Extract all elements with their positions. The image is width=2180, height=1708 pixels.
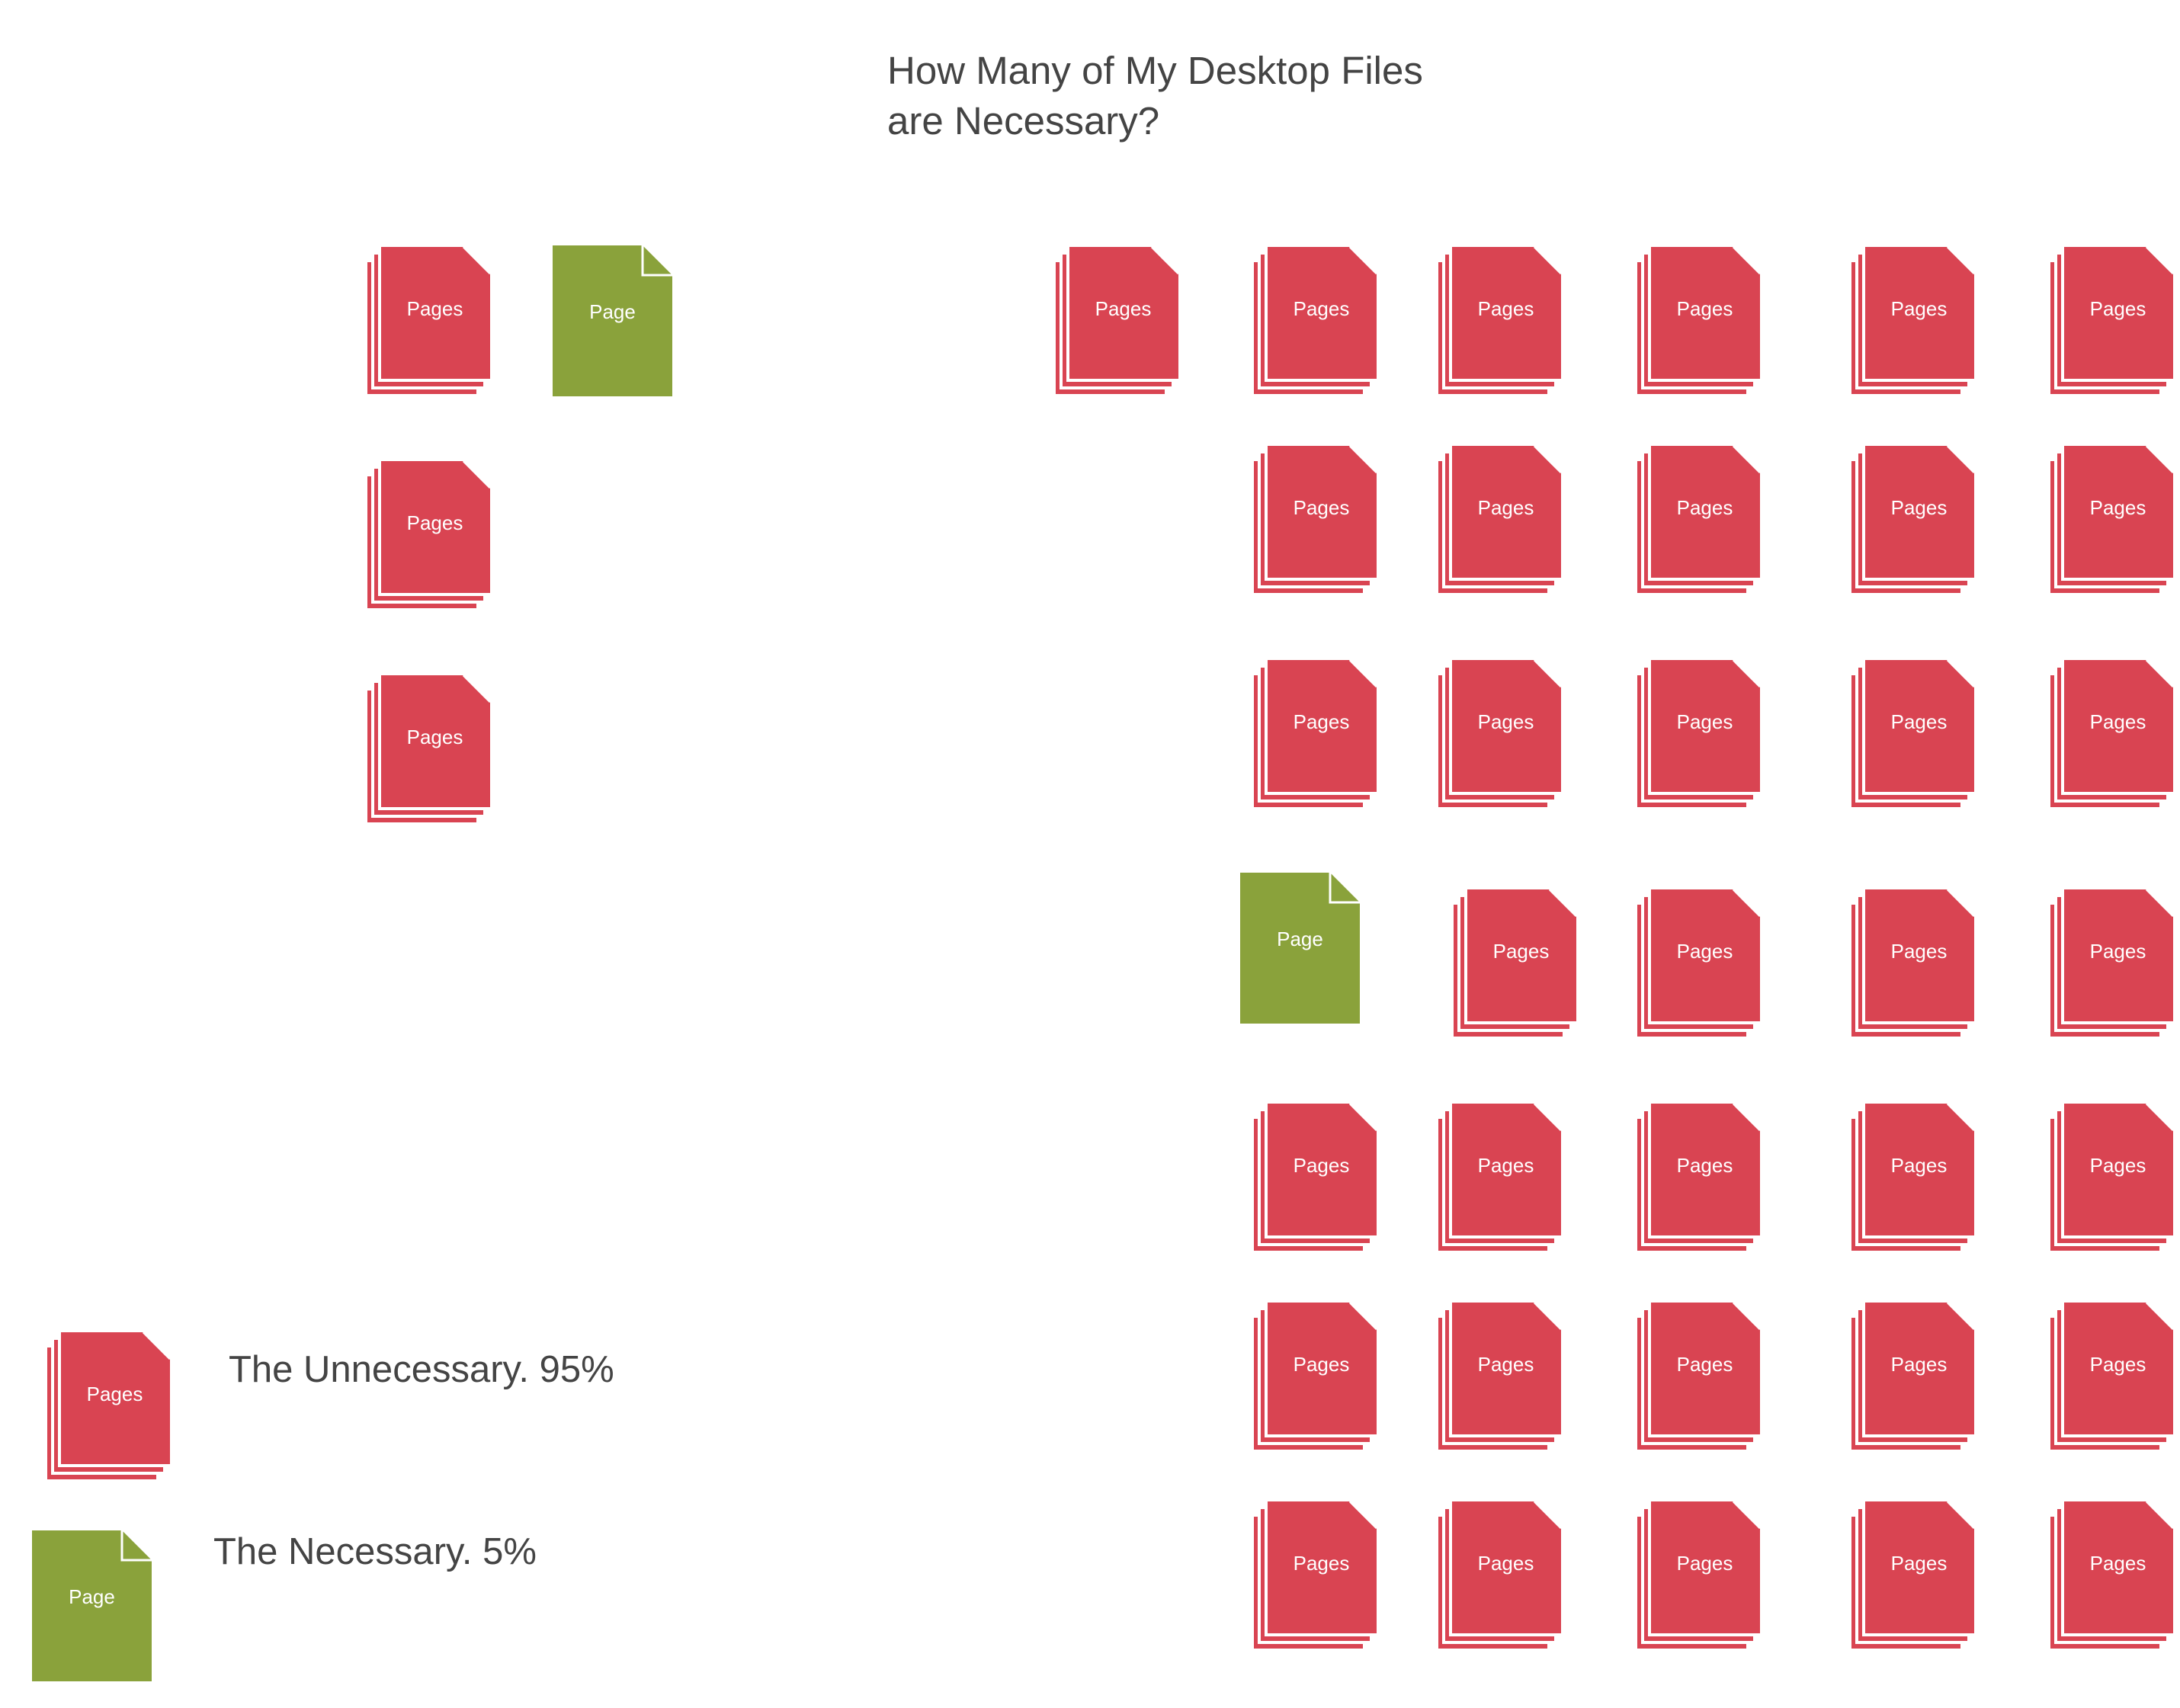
pages-icon: Pages [1251, 657, 1380, 810]
pages-icon-label: Pages [1293, 1552, 1350, 1575]
pages-icon-label: Pages [1492, 940, 1550, 963]
pages-icon-label: Pages [1477, 1552, 1534, 1575]
pages-icon: Pages [1053, 244, 1181, 397]
pages-icon: Pages [1451, 886, 1579, 1040]
pages-icon: Pages [2047, 1498, 2176, 1652]
pages-icon: Pages [1848, 1498, 1977, 1652]
pages-icon: Pages [1251, 443, 1380, 596]
page-icon-label: Page [69, 1585, 115, 1608]
pages-icon-label: Pages [1890, 1154, 1948, 1177]
pages-icon-label: Pages [1676, 297, 1733, 320]
chart-title-line-2: are Necessary? [887, 99, 1160, 143]
pages-icon-label: Pages [1676, 710, 1733, 733]
pages-icon-label: Pages [1095, 297, 1152, 320]
pages-icon-label: Pages [1293, 1353, 1350, 1376]
pages-icon: Pages [1634, 1101, 1763, 1254]
pages-icon: Pages [1435, 244, 1564, 397]
pages-icon: Pages [1634, 244, 1763, 397]
pages-icon: Pages [1634, 1299, 1763, 1453]
pages-icon: Pages [1848, 244, 1977, 397]
pages-icon: Pages [1435, 1101, 1564, 1254]
pages-icon: Pages [1848, 1101, 1977, 1254]
pages-icon-label: Pages [1676, 496, 1733, 519]
page-icon-label: Page [1277, 928, 1323, 950]
pages-icon: Pages [1848, 1299, 1977, 1453]
pages-icon-label: Pages [1293, 496, 1350, 519]
pages-icon: Pages [1251, 1101, 1380, 1254]
legend-pages-icon: Pages [44, 1329, 173, 1482]
pages-icon-label: Pages [2089, 1552, 2146, 1575]
pages-icon-label: Pages [1676, 1552, 1733, 1575]
pages-icon-label: Pages [1890, 940, 1948, 963]
pages-icon-label: Pages [406, 726, 463, 748]
pages-icon-label: Pages [1477, 710, 1534, 733]
pages-icon-label: Pages [2089, 710, 2146, 733]
pages-icon-label: Pages [2089, 1154, 2146, 1177]
pages-icon-label: Pages [1890, 1552, 1948, 1575]
pages-icon-label: Pages [1477, 1353, 1534, 1376]
pages-icon-label: Pages [1676, 940, 1733, 963]
pages-icon-label: Pages [2089, 297, 2146, 320]
pages-icon: Pages [2047, 657, 2176, 810]
pages-icon: Pages [2047, 1101, 2176, 1254]
pages-icon: Pages [2047, 1299, 2176, 1453]
pages-icon: Pages [1634, 1498, 1763, 1652]
pages-icon-label: Pages [2089, 496, 2146, 519]
pages-icon: Pages [1848, 657, 1977, 810]
pages-icon-label: Pages [1477, 496, 1534, 519]
pages-icon: Pages [2047, 886, 2176, 1040]
pages-icon: Pages [1634, 657, 1763, 810]
pages-icon-label: Pages [86, 1383, 143, 1405]
page-icon-label: Page [589, 300, 636, 323]
page-icon: Page [1240, 873, 1365, 1024]
pages-icon-label: Pages [406, 511, 463, 534]
pages-icon-label: Pages [1293, 297, 1350, 320]
pages-icon-label: Pages [1676, 1154, 1733, 1177]
pages-icon: Pages [1435, 443, 1564, 596]
pages-icon: Pages [2047, 244, 2176, 397]
pages-icon: Pages [1435, 1299, 1564, 1453]
pages-icon-label: Pages [1890, 710, 1948, 733]
pages-icon-label: Pages [2089, 1353, 2146, 1376]
page-icon: Page [553, 245, 678, 396]
pages-icon-label: Pages [1890, 1353, 1948, 1376]
pages-icon: Pages [364, 244, 493, 397]
legend-label-unnecessary: The Unnecessary. 95% [229, 1349, 614, 1390]
pages-icon-label: Pages [2089, 940, 2146, 963]
pages-icon: Pages [1634, 886, 1763, 1040]
pages-icon: Pages [1634, 443, 1763, 596]
pages-icon: Pages [1435, 657, 1564, 810]
pages-icon: Pages [1251, 1498, 1380, 1652]
pages-icon-label: Pages [1477, 297, 1534, 320]
chart-title-line-1: How Many of My Desktop Files [887, 49, 1423, 92]
pages-icon-label: Pages [1293, 1154, 1350, 1177]
pages-icon: Pages [2047, 443, 2176, 596]
pages-icon-label: Pages [1477, 1154, 1534, 1177]
pages-icon-label: Pages [1676, 1353, 1733, 1376]
pages-icon-label: Pages [1293, 710, 1350, 733]
pages-icon-label: Pages [406, 297, 463, 320]
pages-icon: Pages [1435, 1498, 1564, 1652]
pages-icon: Pages [1251, 1299, 1380, 1453]
pages-icon: Pages [1251, 244, 1380, 397]
pages-icon: Pages [1848, 886, 1977, 1040]
pages-icon-label: Pages [1890, 297, 1948, 320]
legend-page-icon: Page [32, 1530, 157, 1681]
pages-icon: Pages [364, 672, 493, 825]
pages-icon-label: Pages [1890, 496, 1948, 519]
pages-icon: Pages [364, 458, 493, 611]
chart-title: How Many of My Desktop Files are Necessa… [887, 46, 1573, 146]
pages-icon: Pages [1848, 443, 1977, 596]
legend-label-necessary: The Necessary. 5% [213, 1531, 537, 1572]
